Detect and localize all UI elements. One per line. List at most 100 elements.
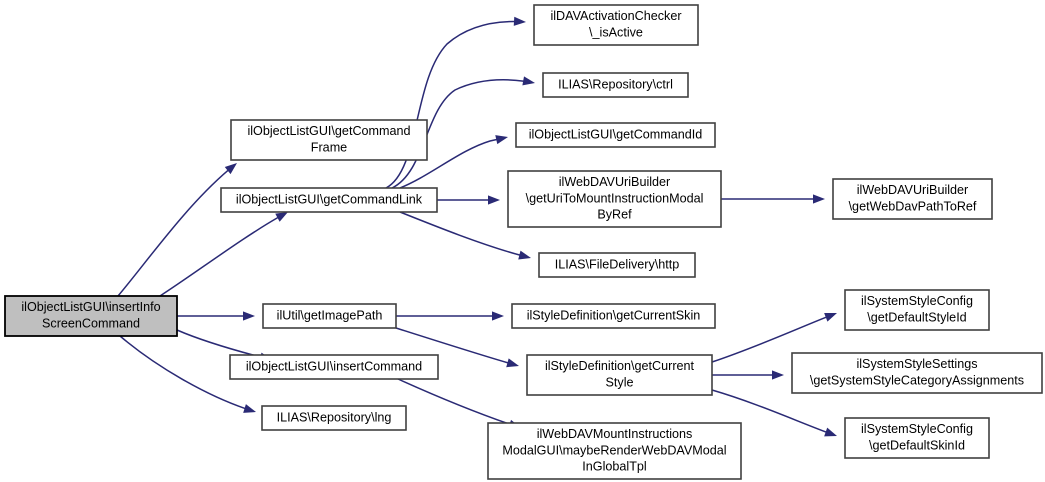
arrowhead — [224, 163, 237, 175]
edge-insertInfoScreenCommand-to-getCommandLink — [159, 211, 289, 297]
node-label: ilUtil\getImagePath — [277, 308, 383, 322]
node-getSystemStyleCategoryAssignments[interactable]: ilSystemStyleSettings \getSystemStyleCate… — [791, 352, 1043, 394]
edge-insertInfoScreenCommand-to-getCommandFrame — [117, 162, 238, 297]
edge-getCurrentStyle-to-getDefaultSkinId — [711, 389, 838, 437]
node-label: \getWebDavPathToRef — [849, 199, 977, 213]
node-box[interactable] — [791, 352, 1043, 394]
node-label: ilSystemStyleConfig — [861, 422, 973, 436]
node-insertCommand[interactable]: ilObjectListGUI\insertCommand — [229, 354, 439, 380]
node-label: ilDAVActivationChecker — [550, 9, 681, 23]
node-label: ilObjectListGUI\insertCommand — [246, 359, 422, 373]
node-getDefaultStyleId[interactable]: ilSystemStyleConfig \getDefaultStyleId — [844, 289, 990, 331]
edge-getImagePath-to-getCurrentSkin — [396, 311, 504, 321]
arrowhead — [506, 358, 519, 368]
node-label: Style — [606, 375, 634, 389]
node-box[interactable] — [487, 422, 742, 480]
node-label: ILIAS\Repository\lng — [277, 410, 392, 424]
edge-getCommandLink-to-getCommandId — [399, 135, 509, 189]
edge-getImagePath-to-getCurrentStyle — [395, 327, 520, 368]
node-box[interactable] — [220, 187, 438, 213]
node-getWebDavPathToRef[interactable]: ilWebDAVUriBuilder \getWebDavPathToRef — [832, 178, 993, 220]
node-box[interactable] — [832, 178, 993, 220]
node-box[interactable] — [4, 295, 178, 337]
edge-insertInfoScreenCommand-to-lng — [119, 335, 257, 413]
edge-getCurrentStyle-to-getDefaultStyleId — [711, 312, 838, 363]
arrowhead — [243, 404, 256, 413]
node-box[interactable] — [507, 170, 722, 228]
node-ctrl[interactable]: ILIAS\Repository\ctrl — [542, 72, 689, 98]
node-label: ilSystemStyleConfig — [861, 294, 973, 308]
arrowhead — [275, 212, 288, 222]
arrowhead — [824, 427, 837, 437]
node-maybeRenderWebDAVModalInGlobalTpl[interactable]: ilWebDAVMountInstructionsModalGUI\maybeR… — [487, 422, 742, 480]
node-getCurrentSkin[interactable]: ilStyleDefinition\getCurrentSkin — [511, 303, 716, 329]
node-box[interactable] — [229, 354, 439, 380]
node-box[interactable] — [526, 354, 713, 396]
node-label: ilObjectListGUI\getCommandLink — [236, 192, 423, 206]
node-getUriToMountInstructionModalByRef[interactable]: ilWebDAVUriBuilder \getUriToMountInstruct… — [507, 170, 722, 228]
node-label: ilWebDAVUriBuilder — [857, 183, 969, 197]
node-label: ILIAS\FileDelivery\http — [555, 257, 680, 271]
node-box[interactable] — [844, 289, 990, 331]
node-label: \_isActive — [589, 25, 643, 39]
arrowhead — [492, 311, 504, 321]
edge-getCommandLink-to-ctrl — [391, 76, 536, 189]
node-label: \getSystemStyleCategoryAssignments — [810, 373, 1024, 387]
node-getDefaultSkinId[interactable]: ilSystemStyleConfig \getDefaultSkinId — [844, 417, 990, 459]
node-getCommandLink[interactable]: ilObjectListGUI\getCommandLink — [220, 187, 438, 213]
edge-getCurrentStyle-to-getSystemStyleCategoryAssignments — [712, 370, 784, 380]
arrowhead — [518, 250, 531, 260]
arrowhead — [243, 311, 255, 321]
arrowhead — [495, 135, 508, 145]
node-label: ScreenCommand — [42, 316, 140, 330]
node-label: ilSystemStyleSettings — [856, 357, 977, 371]
node-label: \getDefaultSkinId — [869, 438, 965, 452]
node-box[interactable] — [538, 252, 696, 278]
edge-layer — [117, 16, 838, 437]
node-label: Frame — [311, 140, 347, 154]
node-label: ilObjectListGUI\insertInfo — [21, 300, 160, 314]
node-box[interactable] — [515, 122, 716, 148]
arrowhead — [488, 195, 500, 205]
node-box[interactable] — [230, 119, 428, 161]
node-label: InGlobalTpl — [582, 460, 646, 474]
arrowhead — [772, 370, 784, 380]
node-box[interactable] — [844, 417, 990, 459]
node-label: ilWebDAVMountInstructions — [537, 427, 693, 441]
arrowhead — [813, 194, 825, 204]
node-box[interactable] — [511, 303, 716, 329]
edge-getCommandLink-to-isActive — [385, 16, 527, 189]
node-layer: ilObjectListGUI\insertInfoScreenCommandi… — [4, 4, 1043, 480]
arrowhead — [824, 312, 837, 322]
edge-getCommandLink-to-http — [399, 211, 532, 260]
node-box[interactable] — [261, 405, 407, 431]
edge-insertInfoScreenCommand-to-getImagePath — [177, 311, 255, 321]
node-isActive[interactable]: ilDAVActivationChecker \_isActive — [533, 4, 699, 46]
node-getImagePath[interactable]: ilUtil\getImagePath — [262, 303, 397, 329]
node-box[interactable] — [533, 4, 699, 46]
node-lng[interactable]: ILIAS\Repository\lng — [261, 405, 407, 431]
node-label: ilObjectListGUI\getCommand — [247, 124, 410, 138]
node-label: ilWebDAVUriBuilder — [559, 175, 671, 189]
edge-insertCommand-to-maybeRenderWebDAVModalInGlobalTpl — [397, 378, 522, 429]
node-label: ILIAS\Repository\ctrl — [558, 77, 673, 91]
node-label: ilStyleDefinition\getCurrentSkin — [527, 308, 701, 322]
arrowhead — [513, 16, 526, 26]
node-box[interactable] — [262, 303, 397, 329]
node-label: ilObjectListGUI\getCommandId — [529, 127, 703, 141]
node-getCommandId[interactable]: ilObjectListGUI\getCommandId — [515, 122, 716, 148]
node-label: \getUriToMountInstructionModal — [526, 191, 704, 205]
arrowhead — [522, 76, 535, 86]
edge-getCommandLink-to-getUriToMountInstructionModalByRef — [437, 195, 500, 205]
node-box[interactable] — [542, 72, 689, 98]
node-http[interactable]: ILIAS\FileDelivery\http — [538, 252, 696, 278]
node-label: ilStyleDefinition\getCurrent — [545, 359, 695, 373]
edge-getUriToMountInstructionModalByRef-to-getWebDavPathToRef — [721, 194, 825, 204]
node-label: ModalGUI\maybeRenderWebDAVModal — [502, 443, 726, 457]
node-label: \getDefaultStyleId — [867, 310, 966, 324]
